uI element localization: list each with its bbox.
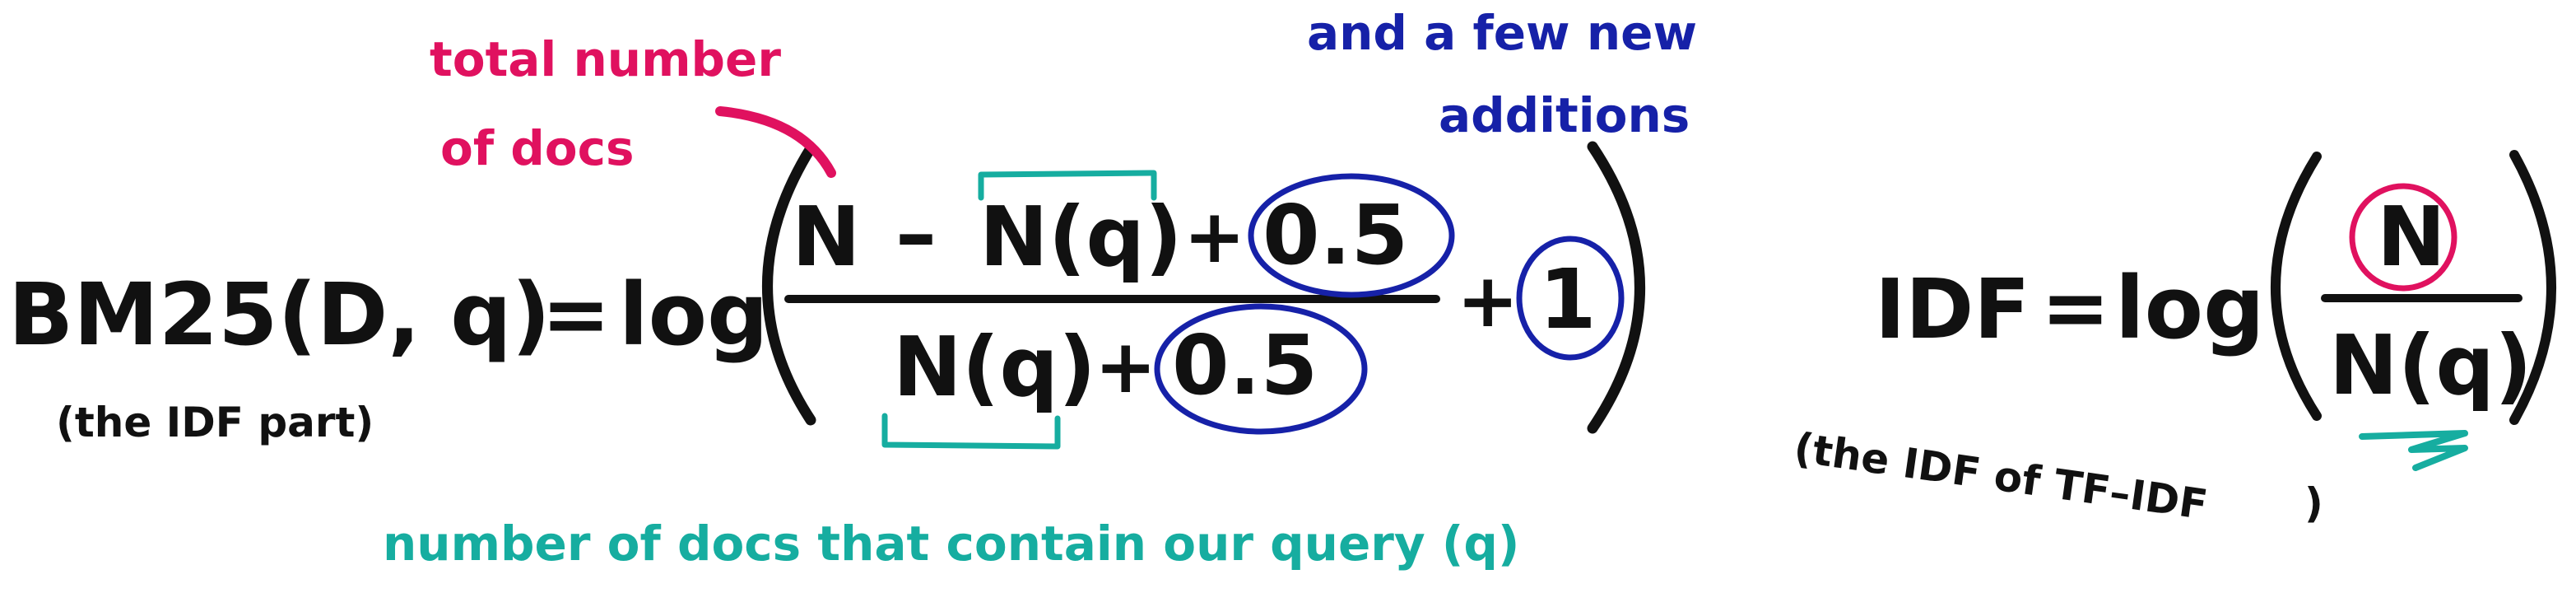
annotation-total-docs-line1: total number xyxy=(430,31,781,87)
idf-n-circle xyxy=(2349,183,2457,292)
bm25-num-half: 0.5 xyxy=(1262,187,1408,283)
idf-right-paren xyxy=(2509,150,2556,425)
bm25-plus-one-sign: + xyxy=(1457,258,1518,344)
bm25-one: 1 xyxy=(1539,251,1597,348)
nq-bracket-bottom xyxy=(881,413,1061,450)
idf-denominator: N(q) xyxy=(2329,317,2532,413)
bm25-num-nq: N(q) xyxy=(979,189,1183,285)
idf-log: log xyxy=(2115,258,2265,358)
bm25-right-paren xyxy=(1587,141,1645,434)
total-docs-pointer xyxy=(715,106,836,178)
bm25-num-minus: – xyxy=(895,185,937,282)
bm25-lhs: BM25(D, q) xyxy=(8,264,551,365)
idf-lhs: IDF xyxy=(1875,261,2030,357)
bm25-den-plus: + xyxy=(1095,324,1156,410)
idf-equals: = xyxy=(2041,259,2110,356)
bm25-caption: (the IDF part) xyxy=(56,399,374,446)
bm25-num-plus: + xyxy=(1183,194,1245,280)
annotation-additions-line2: additions xyxy=(1439,87,1690,143)
bm25-equals: = xyxy=(542,266,611,362)
half-circle-denominator xyxy=(1154,303,1368,435)
bm25-log: log xyxy=(619,264,769,365)
idf-caption-line1: (the IDF of TF–IDF xyxy=(1791,423,2211,529)
annotation-total-docs-line2: of docs xyxy=(440,120,635,176)
idf-caption-line2: ) xyxy=(2304,479,2323,527)
bm25-num-n: N xyxy=(792,189,861,285)
bm25-left-paren xyxy=(762,142,816,426)
nq-bracket-top xyxy=(978,170,1157,201)
annotation-additions-line1: and a few new xyxy=(1307,5,1697,61)
idf-left-paren xyxy=(2271,152,2322,421)
bm25-den-nq: N(q) xyxy=(893,319,1096,415)
annotation-contain-query: number of docs that contain our query (q… xyxy=(383,516,1519,572)
bm25-den-half: 0.5 xyxy=(1172,317,1318,413)
idf-nq-underline xyxy=(2359,430,2468,471)
half-circle-numerator xyxy=(1248,173,1455,298)
idf-numerator: N xyxy=(2377,189,2446,285)
one-circle xyxy=(1516,236,1625,361)
